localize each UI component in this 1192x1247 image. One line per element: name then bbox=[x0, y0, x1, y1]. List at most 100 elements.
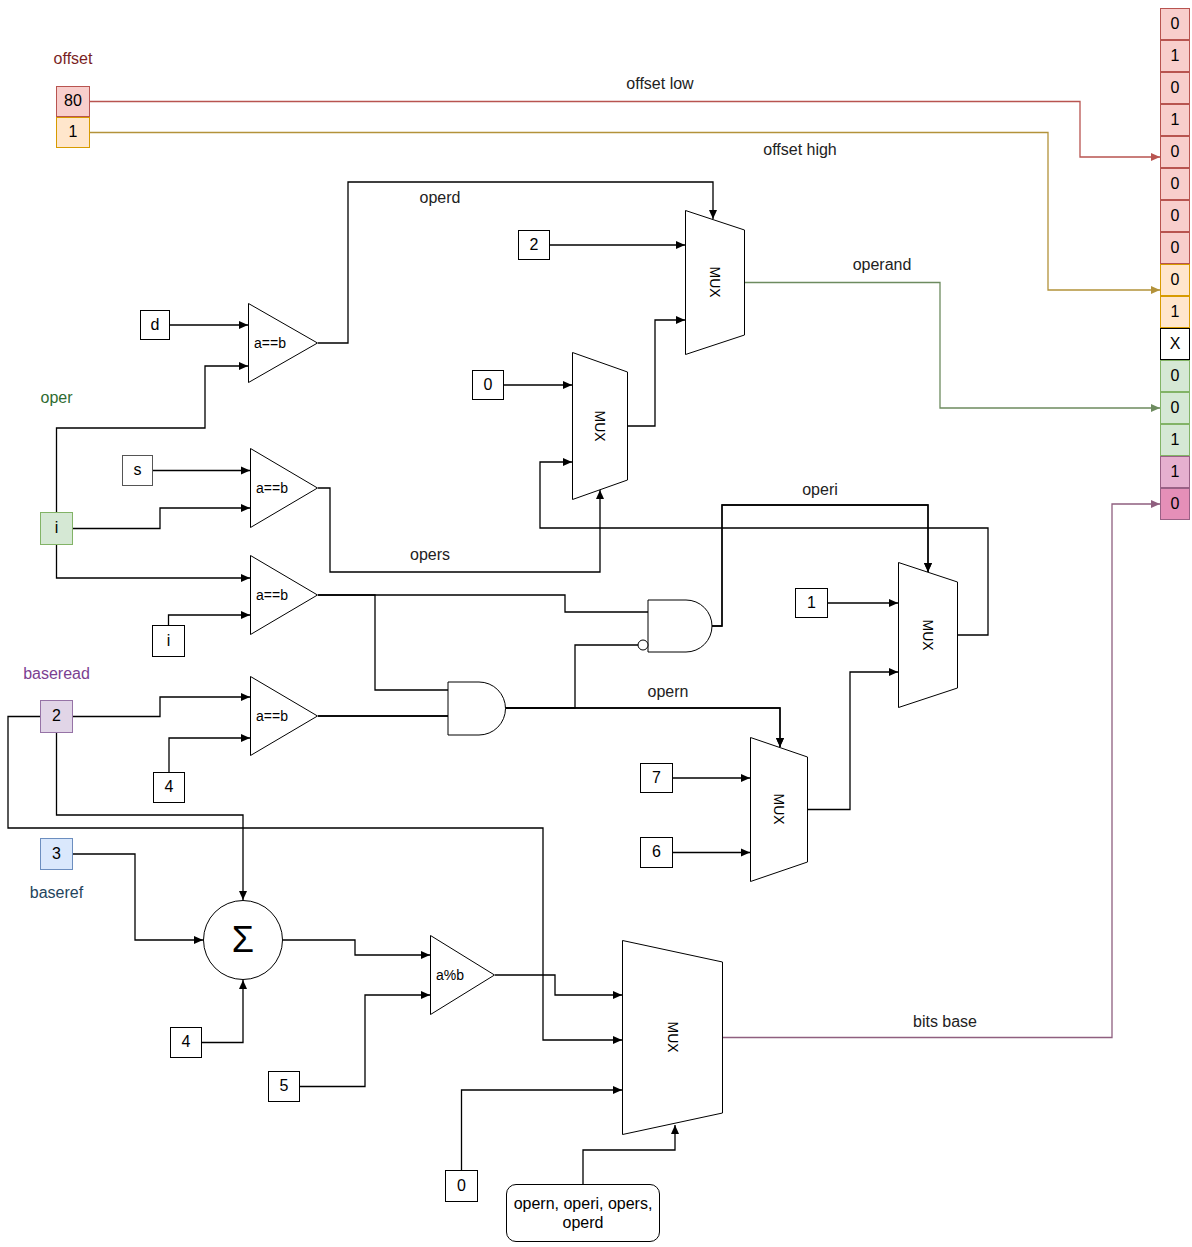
arrowhead bbox=[1151, 500, 1160, 508]
inverter-bubble bbox=[638, 640, 648, 650]
arrowhead bbox=[709, 210, 717, 219]
comparator: a==b bbox=[250, 448, 318, 528]
modulo-block: a%b bbox=[430, 935, 495, 1015]
comparator-shape bbox=[249, 304, 318, 383]
register-bit-cell: 0 bbox=[1160, 8, 1190, 40]
multiplexer-shape bbox=[686, 211, 745, 355]
value-text: 4 bbox=[182, 1033, 191, 1051]
adder-circle: Σ bbox=[203, 900, 283, 980]
operator-label: a==b bbox=[256, 480, 288, 496]
signal-wire bbox=[57, 362, 249, 512]
register-bit-cell: 0 bbox=[1160, 360, 1190, 392]
arrowhead bbox=[671, 1125, 679, 1134]
wire-path bbox=[628, 320, 685, 426]
value-text: i bbox=[55, 519, 59, 537]
select-signals-box: opern, operi, opers, operd bbox=[506, 1184, 660, 1242]
wire-path bbox=[283, 940, 430, 955]
constant-box: d bbox=[140, 310, 170, 340]
value-text: 4 bbox=[165, 778, 174, 796]
arrowhead bbox=[239, 891, 247, 900]
multiplexer-shape bbox=[623, 941, 723, 1135]
signal-wire bbox=[90, 102, 1160, 162]
and-gate-inverted-input bbox=[648, 600, 712, 652]
wire-path bbox=[318, 505, 928, 626]
offset-input: 1 bbox=[56, 117, 90, 148]
signal-wire bbox=[73, 854, 203, 944]
wire-path bbox=[73, 508, 250, 529]
multiplexer-shape bbox=[573, 353, 628, 500]
arrowhead bbox=[924, 563, 932, 572]
value-text: 2 bbox=[52, 707, 61, 725]
value-text: 6 bbox=[652, 843, 661, 861]
arrowhead bbox=[889, 668, 898, 676]
value-text: X bbox=[1170, 335, 1181, 353]
arrowhead bbox=[596, 490, 604, 499]
value-text: 80 bbox=[64, 92, 82, 110]
wire-path bbox=[318, 595, 780, 747]
signal-wire bbox=[808, 668, 898, 810]
signal-wire bbox=[318, 505, 932, 626]
value-text: 0 bbox=[1171, 175, 1180, 193]
constant-box: 6 bbox=[640, 837, 673, 868]
register-bit-cell: 0 bbox=[1160, 136, 1190, 168]
signal-wire bbox=[745, 283, 1160, 413]
wire-path bbox=[808, 672, 898, 810]
arrowhead bbox=[613, 991, 622, 999]
arrowhead bbox=[741, 774, 750, 782]
constant-box: 4 bbox=[153, 772, 185, 803]
arrowhead bbox=[421, 991, 430, 999]
wire-label: bits base bbox=[910, 1013, 980, 1031]
arrowhead bbox=[241, 693, 250, 701]
arrowhead bbox=[889, 599, 898, 607]
multiplexer: MUX bbox=[622, 940, 723, 1135]
arrowhead bbox=[613, 1086, 622, 1094]
wire-path bbox=[169, 738, 250, 772]
register-bit-cell: 1 bbox=[1160, 424, 1190, 456]
wire-path bbox=[673, 852, 750, 853]
wire-path bbox=[57, 733, 244, 900]
value-text: 1 bbox=[1171, 431, 1180, 449]
offset-input: offset80 bbox=[56, 86, 90, 117]
signal-wire bbox=[583, 1125, 679, 1184]
value-text: 5 bbox=[280, 1077, 289, 1095]
multiplexer: MUX bbox=[572, 352, 628, 500]
arrowhead bbox=[1151, 404, 1160, 412]
value-text: 0 bbox=[1171, 271, 1180, 289]
constant-box: s bbox=[122, 455, 153, 486]
wire-path bbox=[828, 602, 898, 603]
register-bit-cell: X bbox=[1160, 328, 1190, 360]
wire-label: operd bbox=[417, 189, 464, 207]
wire-label: operand bbox=[850, 256, 915, 274]
wire-path bbox=[169, 615, 251, 625]
value-text: 1 bbox=[1171, 111, 1180, 129]
wire-label: offset low bbox=[623, 75, 696, 93]
signal-wire bbox=[673, 774, 750, 782]
arrowhead bbox=[676, 241, 685, 249]
wire-label: operi bbox=[799, 481, 841, 499]
register-bit-cell: 0 bbox=[1160, 232, 1190, 264]
multiplexer-shape bbox=[899, 563, 958, 708]
register-bit-cell: 1 bbox=[1160, 456, 1190, 488]
operator-label: a==b bbox=[254, 335, 286, 351]
signal-wire bbox=[318, 595, 784, 747]
arrowhead bbox=[241, 467, 250, 475]
value-text: 1 bbox=[1171, 47, 1180, 65]
signal-wire bbox=[318, 488, 604, 572]
comparator: a==b bbox=[250, 555, 318, 635]
arrowhead bbox=[741, 849, 750, 857]
wire-path bbox=[300, 995, 430, 1087]
signal-wire bbox=[283, 940, 430, 959]
wire-path bbox=[8, 717, 622, 1041]
wire-label: opern bbox=[645, 683, 692, 701]
multiplexer: MUX bbox=[750, 737, 808, 882]
adder-circle-shape bbox=[204, 901, 283, 980]
wire-path bbox=[318, 182, 713, 343]
multiplexer: MUX bbox=[685, 210, 745, 355]
constant-box: 5 bbox=[268, 1071, 300, 1102]
value-text: 0 bbox=[1171, 495, 1180, 513]
arrowhead bbox=[776, 738, 784, 747]
wire-path bbox=[723, 504, 1160, 1038]
